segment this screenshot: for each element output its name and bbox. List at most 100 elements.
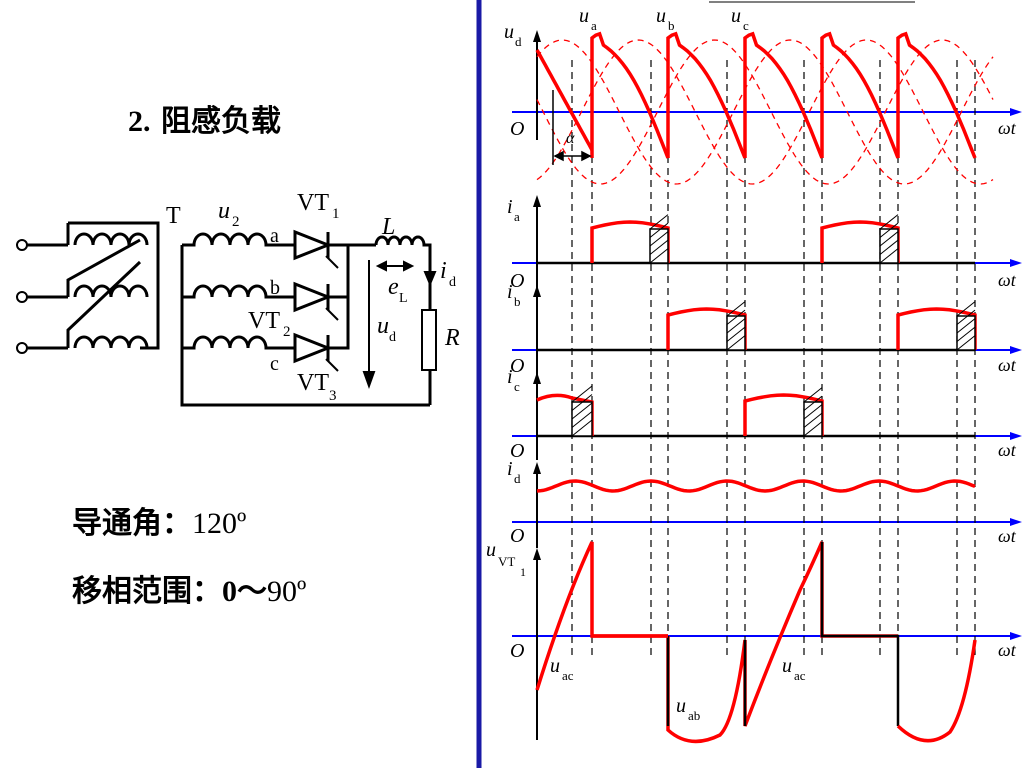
vt3-label: VT bbox=[297, 370, 329, 396]
wt-label-1: ωt bbox=[998, 118, 1017, 138]
ia-overlap-1-stroke-5 bbox=[649, 214, 669, 230]
conduction-angle-line: 导通角：120º bbox=[72, 498, 246, 542]
u2-subscript: 2 bbox=[232, 214, 240, 230]
ic-overlap-0-stroke-3 bbox=[571, 402, 593, 420]
waveform-diagram: α u d u a u b u c O ωt O ωt O ωt O ωt O … bbox=[476, 0, 1022, 768]
ud-label: u bbox=[377, 313, 389, 339]
origin-label-4: O bbox=[510, 440, 524, 462]
uc-label: u bbox=[731, 5, 741, 27]
ia-pulse-1 bbox=[590, 220, 670, 263]
wt-label-4: ωt bbox=[998, 440, 1017, 460]
wt-label-2: ωt bbox=[998, 270, 1017, 290]
inductor-label: L bbox=[381, 214, 395, 240]
wt-axis-arrow-1 bbox=[1010, 108, 1022, 116]
wt-label-3: ωt bbox=[998, 355, 1017, 375]
uvt1-segment-3 bbox=[896, 639, 977, 743]
resistor-label: R bbox=[444, 325, 460, 351]
conduction-angle-label: 导通角： bbox=[72, 506, 192, 541]
uvt1-segment-2 bbox=[666, 541, 898, 744]
ib-overlap-2-stroke-5 bbox=[956, 301, 976, 317]
uc-sub: c bbox=[743, 18, 749, 33]
ic-overlap-1-stroke-1 bbox=[803, 421, 823, 437]
ic-overlap-0-stroke-1 bbox=[571, 419, 593, 437]
wt-label-5: ωt bbox=[998, 526, 1017, 546]
wt-axis-arrow-6 bbox=[1010, 632, 1022, 640]
ia-overlap-1-stroke-1 bbox=[649, 248, 669, 264]
ud-segment-2 bbox=[590, 31, 670, 159]
origin-label-3: O bbox=[510, 355, 524, 377]
ia-overlap-2 bbox=[879, 214, 899, 264]
phase-shift-range-label: 移相范围： bbox=[72, 574, 222, 609]
wt-axis-arrow-2 bbox=[1010, 259, 1022, 267]
ib-overlap-1-stroke-2 bbox=[726, 326, 746, 342]
uvt1-segment-1 bbox=[535, 541, 668, 691]
ib-overlap-1-stroke-3 bbox=[726, 318, 746, 334]
ic-axis-sub: c bbox=[514, 379, 520, 394]
vt1-subscript: 1 bbox=[332, 206, 340, 222]
ic-overlap-1-stroke-5 bbox=[803, 387, 823, 403]
ia-overlap-1-stroke-2 bbox=[649, 239, 669, 255]
id-label: i bbox=[440, 258, 447, 284]
ic-overlap-1-stroke-3 bbox=[803, 404, 823, 420]
id-axis-sub: d bbox=[514, 471, 521, 486]
id-trace bbox=[536, 479, 976, 493]
ia-pulse-2 bbox=[820, 220, 900, 263]
vt1-label: VT bbox=[297, 190, 329, 216]
conduction-angle-value: 120º bbox=[192, 507, 247, 540]
ia-axis-label: i bbox=[507, 196, 513, 218]
ia-overlap-2-stroke-2 bbox=[879, 239, 899, 255]
y-axis-arrow-2 bbox=[533, 195, 541, 207]
ib-axis-label: i bbox=[507, 281, 513, 303]
ia-overlap-1-stroke-4 bbox=[649, 222, 669, 238]
wt-axis-arrow-3 bbox=[1010, 346, 1022, 354]
vt3-subscript: 3 bbox=[329, 388, 337, 404]
ud-segment-1 bbox=[535, 49, 594, 151]
eL-subscript: L bbox=[399, 291, 408, 306]
ib-overlap-2-stroke-3 bbox=[956, 318, 976, 334]
ib-overlap-1-stroke-5 bbox=[726, 301, 746, 317]
y-axis-arrow-6 bbox=[533, 548, 541, 560]
ia-overlap-1-stroke-3 bbox=[649, 231, 669, 247]
ia-axis-sub: a bbox=[514, 209, 520, 224]
ua-sub: a bbox=[591, 18, 597, 33]
uvt1-verticals bbox=[666, 542, 900, 726]
ic-axis-label: i bbox=[507, 366, 513, 388]
phase-voltage-ref-2 bbox=[536, 39, 994, 185]
phase-shift-range-line: 移相范围：0～90º bbox=[72, 566, 306, 610]
id-axis-label: i bbox=[507, 458, 513, 480]
ib-overlap-2 bbox=[956, 301, 976, 351]
ib-overlap-1 bbox=[726, 301, 746, 351]
ia-overlap-2-stroke-3 bbox=[879, 231, 899, 247]
ia-overlap-2-stroke-5 bbox=[879, 214, 899, 230]
wt-label-6: ωt bbox=[998, 640, 1017, 660]
rectifier-circuit-diagram: T u 2 VT 1 a b VT 2 c VT 3 L e L i d u d… bbox=[16, 190, 460, 407]
ud-segment-4 bbox=[743, 31, 824, 159]
vt2-label: VT bbox=[248, 308, 280, 334]
phase-voltage-ref-3 bbox=[536, 39, 994, 185]
ib-overlap-1-stroke-1 bbox=[726, 335, 746, 351]
ua-label: u bbox=[579, 5, 589, 27]
ub-label: u bbox=[656, 5, 666, 27]
origin-label-2: O bbox=[510, 270, 524, 292]
ud-axis-label: u bbox=[504, 21, 514, 43]
ic-pulse-0 bbox=[536, 393, 594, 436]
phase-shift-range-start: 0～ bbox=[222, 575, 267, 608]
transformer-label: T bbox=[166, 203, 181, 229]
ib-axis-sub: b bbox=[514, 294, 521, 309]
ib-overlap-2-stroke-1 bbox=[956, 335, 976, 351]
wt-axis-arrow-5 bbox=[1010, 518, 1022, 526]
phase-c-label: c bbox=[270, 353, 279, 375]
phase-b-label: b bbox=[270, 277, 280, 299]
phase-a-label: a bbox=[270, 225, 279, 247]
ic-overlap-0-stroke-5 bbox=[571, 385, 593, 403]
y-axis-arrow-1 bbox=[533, 30, 541, 42]
uac-label-1: u bbox=[550, 655, 560, 677]
uab-sub: ab bbox=[688, 708, 700, 723]
ib-overlap-1-stroke-4 bbox=[726, 309, 746, 325]
ud-segment-6 bbox=[896, 31, 977, 159]
ia-overlap-1 bbox=[649, 214, 669, 264]
ud-segment-3 bbox=[666, 31, 747, 159]
uac-sub-2: ac bbox=[794, 668, 806, 683]
uac-sub-1: ac bbox=[562, 668, 574, 683]
ud-axis-sub: d bbox=[515, 34, 522, 49]
